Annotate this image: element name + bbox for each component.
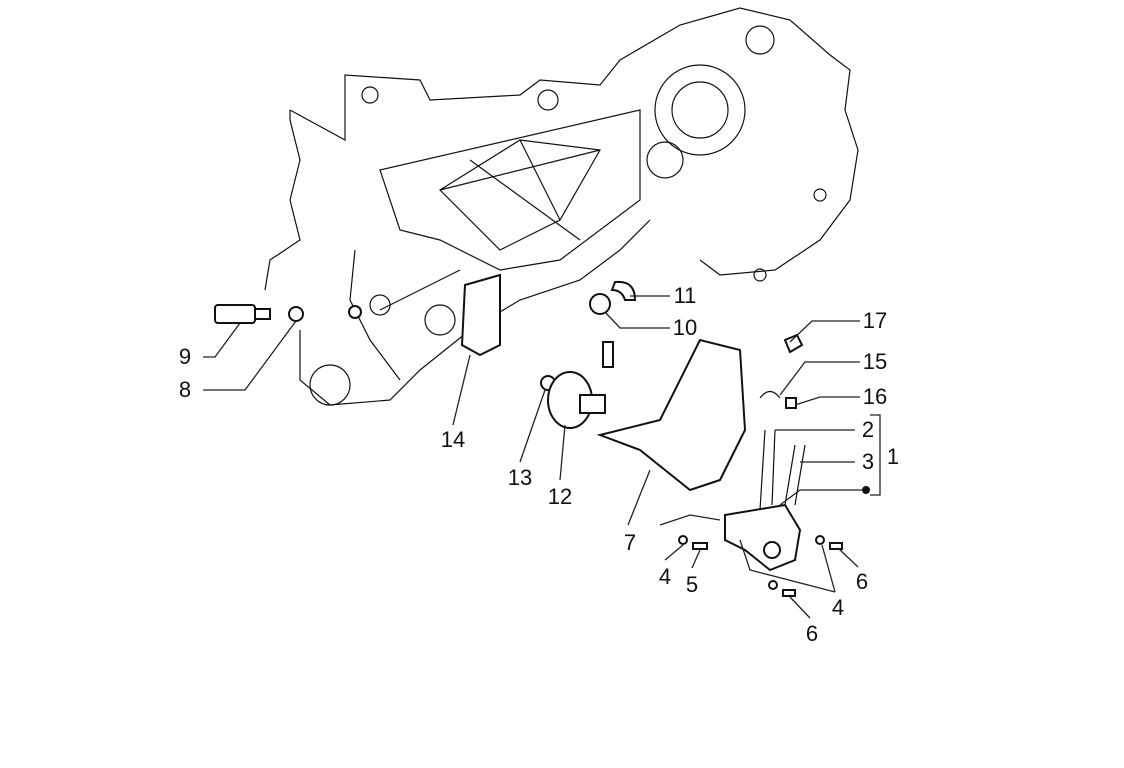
part-gear-12	[547, 371, 606, 429]
callout-3: 3	[861, 449, 875, 474]
callout-6-bottom: 6	[805, 621, 819, 646]
callout-16: 16	[862, 384, 888, 409]
callout-4-left: 4	[658, 564, 672, 589]
part-cap-17	[783, 333, 804, 354]
callout-8: 8	[178, 377, 192, 402]
part-gear-10	[589, 293, 611, 315]
callout-15: 15	[862, 349, 888, 374]
assembly-dot	[862, 486, 870, 494]
part-clip-16	[785, 397, 797, 409]
part-washer-4	[678, 535, 688, 545]
part-bolt-9	[214, 304, 271, 324]
part-mount	[348, 305, 362, 319]
callout-17: 17	[862, 308, 888, 333]
part-clip-15	[759, 390, 781, 399]
callout-14: 14	[440, 427, 466, 452]
callout-2: 2	[861, 417, 875, 442]
part-clip-11	[610, 280, 637, 301]
callout-7: 7	[623, 530, 637, 555]
part-oil-pump-1	[724, 429, 806, 572]
part-screw-5	[692, 542, 708, 550]
callout-11: 11	[673, 283, 697, 308]
callout-4-right: 4	[831, 595, 845, 620]
part-screw-6a	[829, 542, 843, 550]
callout-9: 9	[178, 344, 192, 369]
callout-6-right: 6	[855, 569, 869, 594]
callout-10: 10	[672, 315, 698, 340]
part-screw-6b	[782, 589, 796, 597]
part-bracket-14	[460, 273, 501, 357]
part-washer-8	[288, 306, 304, 322]
callout-1: 1	[886, 444, 900, 469]
part-spring	[602, 341, 614, 368]
callout-13: 13	[507, 465, 533, 490]
callout-5: 5	[685, 572, 699, 597]
crankcase	[264, 7, 859, 406]
callout-12: 12	[547, 484, 573, 509]
part-cover-7	[596, 338, 747, 492]
leader-lines	[203, 295, 881, 619]
